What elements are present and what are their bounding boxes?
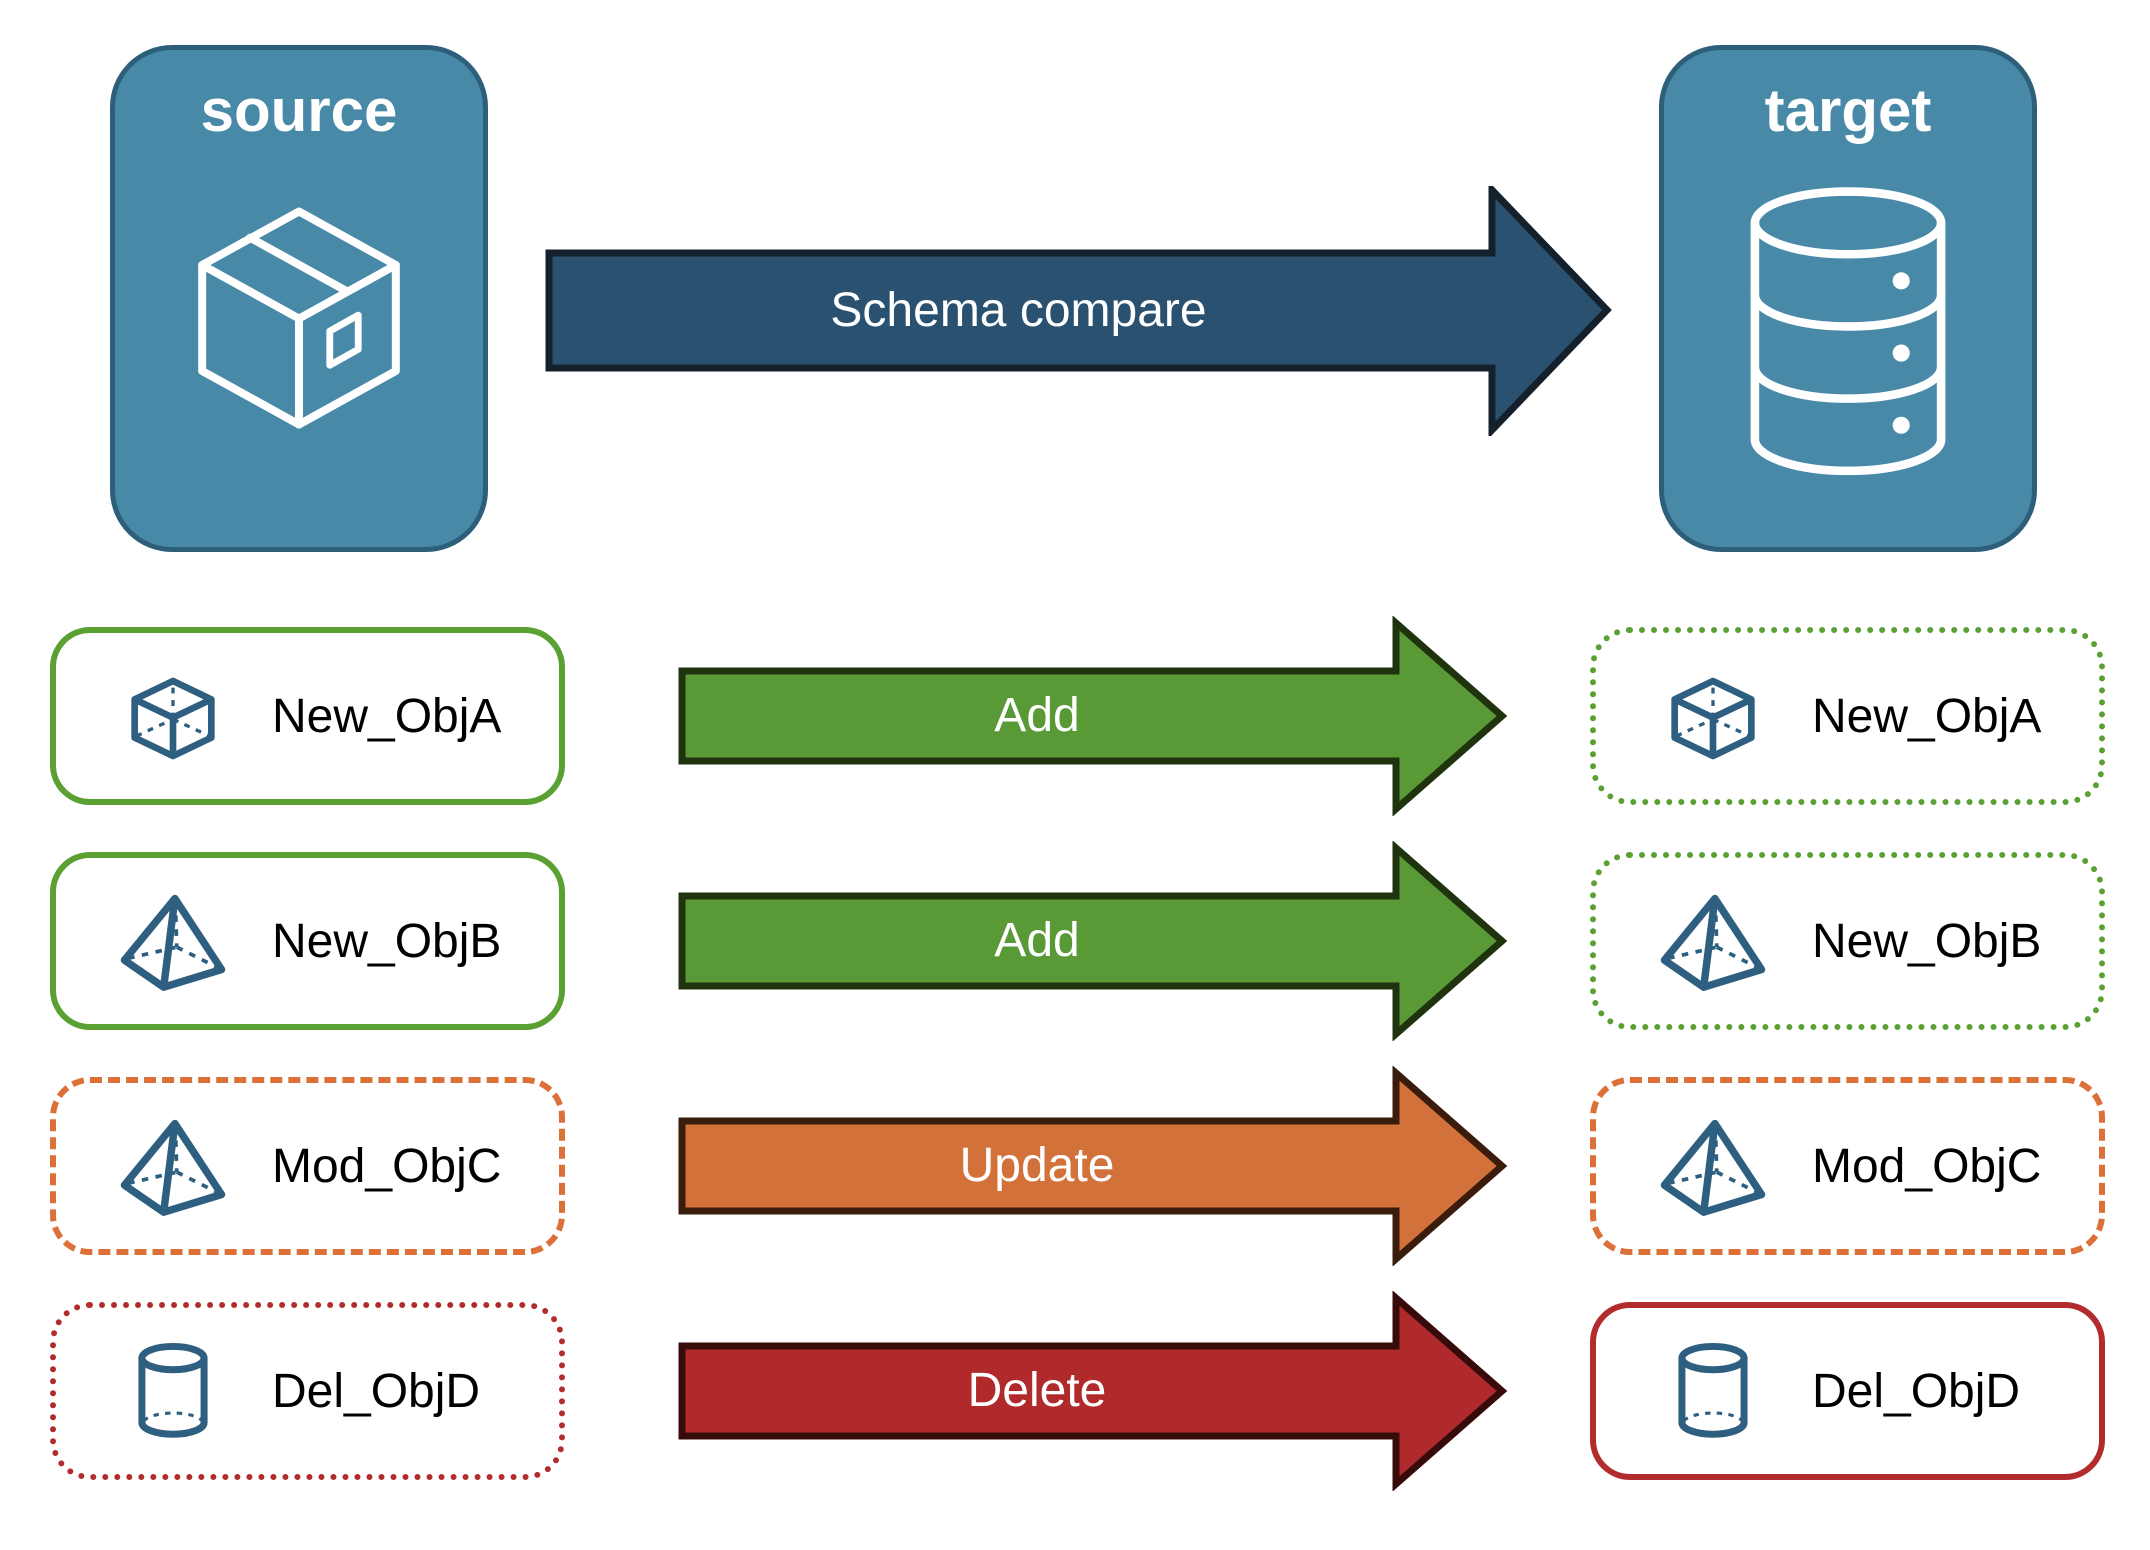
schema-compare-label: Schema compare — [830, 283, 1207, 337]
delete-arrow-label-row-4: Delete — [967, 1364, 1107, 1417]
source-object-box-row-4: Del_ObjD — [50, 1302, 565, 1480]
target-object-box-row-3: Mod_ObjC — [1590, 1077, 2105, 1255]
source-object-box-row-2: New_ObjB — [50, 852, 565, 1030]
target-object-label-row-3: Mod_ObjC — [1812, 1139, 2042, 1193]
cylinder-icon — [114, 1341, 232, 1442]
source-panel-label: source — [200, 77, 398, 144]
source-object-label-row-2: New_ObjB — [272, 914, 502, 968]
source-object-box-row-3: Mod_ObjC — [50, 1077, 565, 1255]
delete-arrow-row-4 — [678, 1291, 1508, 1491]
source-object-box-row-1: New_ObjA — [50, 627, 565, 805]
cube-icon — [114, 666, 232, 766]
database-icon — [1734, 183, 1962, 487]
pyramid-icon — [1654, 889, 1772, 994]
source-panel: source — [110, 45, 488, 552]
add-arrow-row-1 — [678, 616, 1508, 816]
target-object-box-row-4: Del_ObjD — [1590, 1302, 2105, 1480]
target-panel: target — [1659, 45, 2037, 552]
update-arrow-label-row-3: Update — [959, 1139, 1115, 1192]
target-object-label-row-4: Del_ObjD — [1812, 1364, 2021, 1418]
source-object-label-row-3: Mod_ObjC — [272, 1139, 502, 1193]
pyramid-icon — [1654, 1114, 1772, 1219]
source-object-label-row-1: New_ObjA — [272, 689, 502, 743]
cylinder-icon — [1654, 1341, 1772, 1442]
pyramid-icon — [114, 1114, 232, 1219]
target-object-label-row-2: New_ObjB — [1812, 914, 2042, 968]
pyramid-icon — [114, 889, 232, 994]
target-object-box-row-2: New_ObjB — [1590, 852, 2105, 1030]
source-object-label-row-4: Del_ObjD — [272, 1364, 481, 1418]
target-object-label-row-1: New_ObjA — [1812, 689, 2042, 743]
cube-icon — [1654, 666, 1772, 766]
add-arrow-row-2 — [678, 841, 1508, 1041]
schema-compare-arrow — [545, 186, 1612, 436]
target-object-box-row-1: New_ObjA — [1590, 627, 2105, 805]
add-arrow-label-row-2: Add — [994, 914, 1080, 967]
target-panel-label: target — [1764, 77, 1932, 144]
add-arrow-label-row-1: Add — [994, 689, 1080, 742]
update-arrow-row-3 — [678, 1066, 1508, 1266]
package-icon — [168, 183, 430, 445]
